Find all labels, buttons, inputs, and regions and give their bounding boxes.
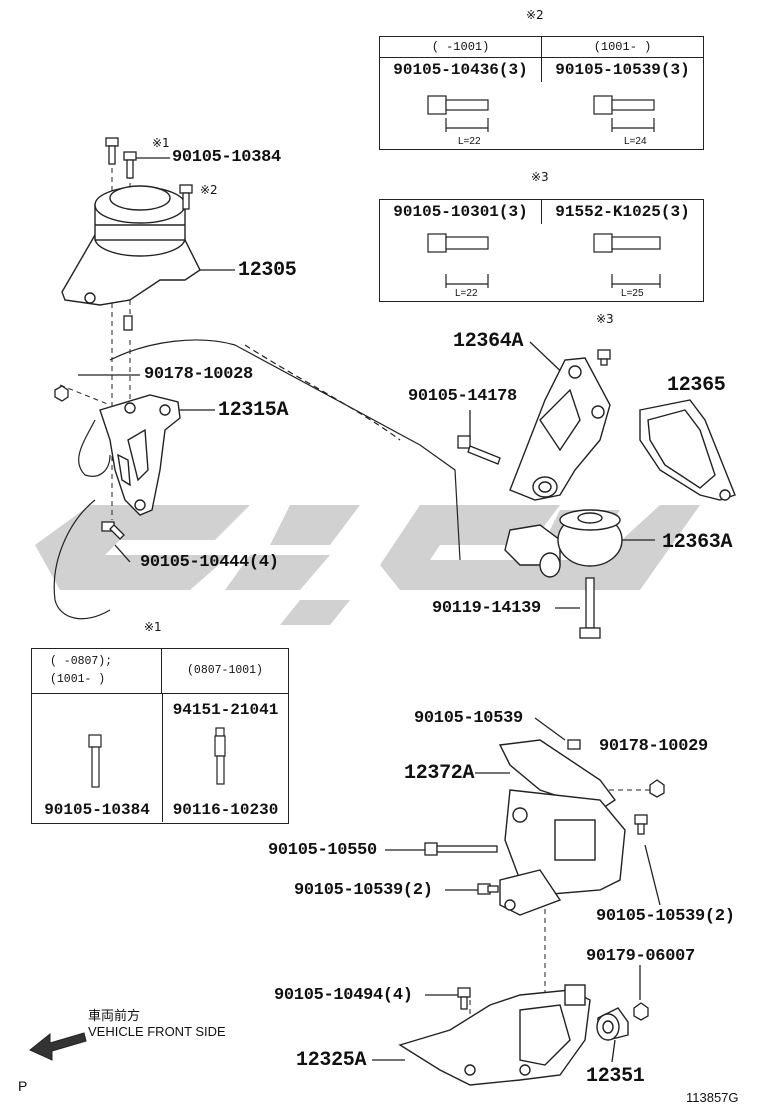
mark-1-top: ※1: [152, 136, 170, 150]
callout-90178-10028: 90178-10028: [144, 365, 253, 384]
callout-12365: 12365: [667, 374, 726, 397]
mark-2-top: ※2: [200, 183, 218, 197]
bracket-12372A: [498, 739, 626, 916]
callout-12305: 12305: [238, 259, 297, 282]
table-bolts: [88, 95, 661, 788]
callout-90105-14178: 90105-14178: [408, 387, 517, 406]
callout-90105-10444: 90105-10444(4): [140, 553, 279, 572]
table-header-left: ( -0807); (1001- ): [32, 649, 162, 693]
watermark-logo: [35, 505, 700, 625]
bracket-12325A: [398, 984, 591, 1086]
bolt-90105-10444: [101, 521, 125, 540]
bolt-table-3: 90105-10301(3) 91552-K1025(3): [379, 199, 704, 302]
nut-90178-10028: [54, 385, 69, 402]
length-label: L=24: [624, 136, 647, 147]
cover-12365: [639, 399, 736, 501]
table-header-right: (1001- ): [593, 40, 652, 54]
engine-outline: [53, 339, 461, 620]
nut-90179-06007: [633, 1002, 649, 1021]
engine-mount-12305: [61, 185, 201, 306]
mark-3-label: ※3: [531, 170, 549, 184]
bracket-12364A: [509, 357, 611, 501]
bolt-table-2: ( -1001) (1001- ) 90105-10436(3) 90105-1…: [379, 36, 704, 150]
table-cell-left: 90105-10384: [32, 694, 163, 822]
callout-12325A: 12325A: [296, 1049, 367, 1072]
bolts-top: [105, 137, 193, 331]
bolt-90105-10494: [457, 987, 471, 1010]
bolts-12372A: [424, 739, 665, 895]
table-header-row: ( -1001) (1001- ): [380, 37, 703, 58]
direction-jp: 車両前方: [88, 1008, 141, 1023]
callout-90105-10384: 90105-10384: [172, 148, 281, 167]
callout-90179-06007: 90179-06007: [586, 947, 695, 966]
header-left-line-1: ( -0807);: [50, 655, 113, 668]
page-letter: P: [18, 1078, 28, 1094]
length-label: L=22: [455, 288, 478, 299]
table-header-row: ( -0807); (1001- ) (0807-1001): [32, 649, 288, 694]
callout-90105-10494: 90105-10494(4): [274, 986, 413, 1005]
callout-12364A: 12364A: [453, 330, 524, 353]
part-number-cell: 90116-10230: [172, 801, 279, 819]
length-label: L=25: [621, 288, 644, 299]
table-cell-right: 94151-21041 90116-10230: [163, 694, 288, 822]
mark-2-label: ※2: [526, 8, 544, 22]
table-body-row: 90105-10384 94151-21041 90116-10230: [32, 694, 288, 822]
table-part-row: 90105-10301(3) 91552-K1025(3): [380, 200, 703, 224]
diagram-id: 113857G: [686, 1090, 739, 1105]
table-header-left: ( -1001): [380, 37, 542, 57]
table-part-row: 90105-10436(3) 90105-10539(3): [380, 58, 703, 82]
part-number-cell: 90105-10384: [44, 801, 150, 819]
callout-90105-10539-2-right: 90105-10539(2): [596, 907, 735, 926]
vehicle-front-arrow: [29, 1032, 87, 1061]
part-number-cell: 90105-10301(3): [380, 200, 542, 224]
callout-90105-10539-2-left: 90105-10539(2): [294, 881, 433, 900]
length-label: L=22: [458, 136, 481, 147]
direction-en: VEHICLE FRONT SIDE: [88, 1024, 226, 1039]
table-header-right: (0807-1001): [187, 664, 263, 677]
bolt-90105-14178: [457, 435, 501, 465]
part-number-cell: 94151-21041: [172, 701, 279, 719]
bracket-12315A: [99, 394, 181, 516]
header-left-line-2: (1001- ): [50, 673, 106, 686]
leader-lines: [78, 157, 661, 1063]
mount-12363A: [504, 509, 623, 578]
callout-12372A: 12372A: [404, 762, 475, 785]
part-number-cell: 90105-10539(3): [555, 61, 690, 79]
bolt-table-1: ( -0807); (1001- ) (0807-1001) 90105-103…: [31, 648, 289, 824]
nut-mark3: [597, 349, 611, 366]
part-number-cell: 90105-10436(3): [380, 58, 542, 82]
bushing-12351: [596, 1007, 629, 1041]
callout-90105-10539: 90105-10539: [414, 709, 523, 728]
callout-90105-10550: 90105-10550: [268, 841, 377, 860]
callout-12363A: 12363A: [662, 531, 733, 554]
mark-1-label: ※1: [144, 620, 162, 634]
callout-90178-10029: 90178-10029: [599, 737, 708, 756]
callout-90119-14139: 90119-14139: [432, 599, 541, 618]
part-number-cell: 91552-K1025(3): [555, 203, 690, 221]
bolt-90119-14139: [579, 577, 601, 639]
callout-12315A: 12315A: [218, 399, 289, 422]
callout-12351: 12351: [586, 1065, 645, 1088]
mark-3-side: ※3: [596, 312, 614, 326]
